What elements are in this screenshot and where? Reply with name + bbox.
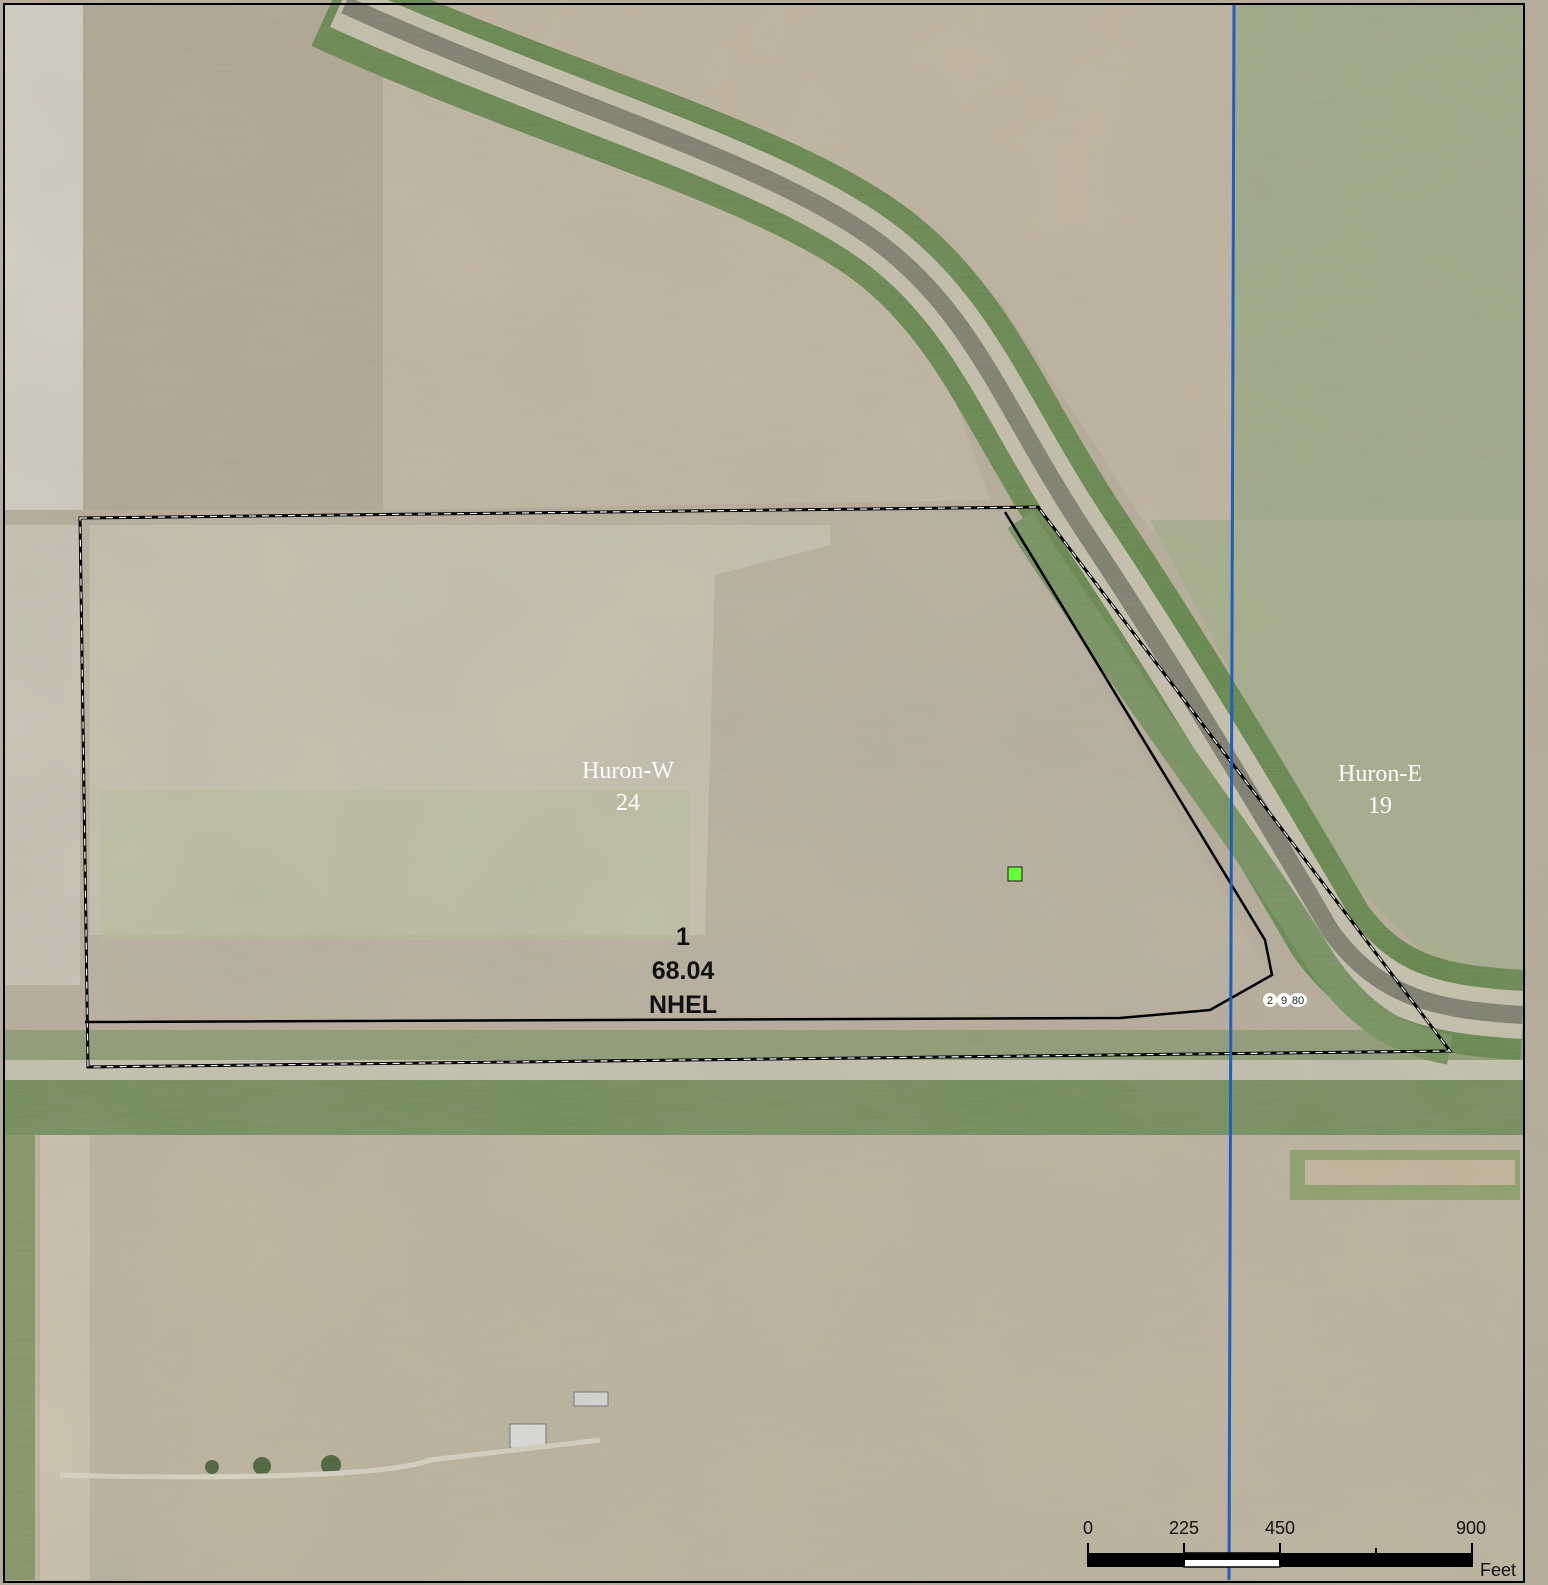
clu-label: 9 xyxy=(1281,995,1287,1007)
clu-label: 2 xyxy=(1267,995,1273,1007)
scale-tick-label: 225 xyxy=(1169,1518,1199,1538)
field-label: 1 68.04 NHEL xyxy=(649,923,717,1019)
township-name: Huron-E xyxy=(1338,761,1422,787)
field-acres: 68.04 xyxy=(652,957,715,985)
scale-tick-label: 900 xyxy=(1456,1518,1486,1538)
section-number: 24 xyxy=(616,790,640,816)
scale-units: Feet xyxy=(1480,1560,1516,1580)
map-frame xyxy=(3,3,1525,1583)
scale-tick-label: 0 xyxy=(1083,1518,1093,1538)
scale-bar: 0 225 450 900 Feet xyxy=(1083,1518,1516,1580)
point-marker[interactable] xyxy=(1007,866,1023,882)
field-number: 1 xyxy=(676,923,690,951)
township-label-east: Huron-E 19 xyxy=(1338,761,1422,819)
township-label-west: Huron-W 24 xyxy=(582,758,674,816)
section-number: 19 xyxy=(1368,793,1392,819)
clu-label: 80 xyxy=(1292,995,1304,1007)
field-hel-status: NHEL xyxy=(649,991,717,1019)
field-boundary[interactable] xyxy=(78,505,1453,1069)
township-name: Huron-W xyxy=(582,758,674,784)
scale-tick-label: 450 xyxy=(1265,1518,1295,1538)
township-boundary-line xyxy=(1227,4,1236,1581)
clu-labels: 2 9 80 xyxy=(1263,993,1307,1007)
